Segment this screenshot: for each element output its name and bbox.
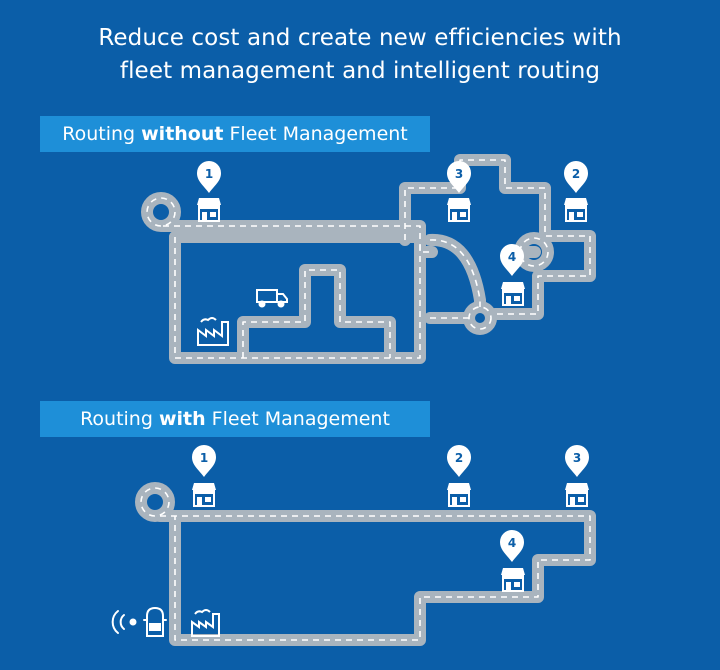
panel-label-prefix: Routing [80,408,159,430]
panel-label-with: Routing with Fleet Management [40,401,430,437]
panel-label-suffix: Fleet Management [205,408,390,430]
road-network-with [135,482,596,646]
stop-number: 4 [508,250,516,264]
stop-number: 2 [572,167,580,181]
headline-line-1: Reduce cost and create new efficiencies … [98,25,622,51]
panel-label-emphasis: with [158,408,206,430]
stop-3-without: 3 [446,161,472,222]
store-icon [446,482,472,507]
stop-2-with: 2 [446,445,472,507]
road-network-without [141,154,596,364]
store-icon [500,281,526,306]
stop-number: 1 [200,451,208,465]
panel-label-prefix: Routing [62,123,142,145]
panel-label-without: Routing without Fleet Management [40,116,430,152]
factory-icon [197,317,229,346]
panel-label-suffix: Fleet Management [223,123,408,145]
connected-vehicle-icon [111,606,167,637]
store-icon [446,197,472,222]
store-icon [191,482,217,507]
stop-number: 3 [573,451,581,465]
stop-number: 3 [455,167,463,181]
truck-icon [256,289,288,308]
headline-line-2: fleet management and intelligent routing [119,58,601,84]
stop-number: 4 [508,536,516,550]
stop-4-with: 4 [500,530,526,592]
stop-2-without: 2 [563,161,589,222]
factory-icon [191,609,220,637]
stop-number: 2 [455,451,463,465]
store-icon [500,567,526,592]
stop-1-without: 1 [196,161,222,222]
stop-4-without: 4 [500,244,526,306]
store-icon [196,197,222,222]
panel-label-emphasis: without [141,123,224,145]
stop-1-with: 1 [191,445,217,507]
stop-3-with: 3 [564,445,590,507]
store-icon [563,197,589,222]
store-icon [564,482,590,507]
stop-number: 1 [205,167,213,181]
